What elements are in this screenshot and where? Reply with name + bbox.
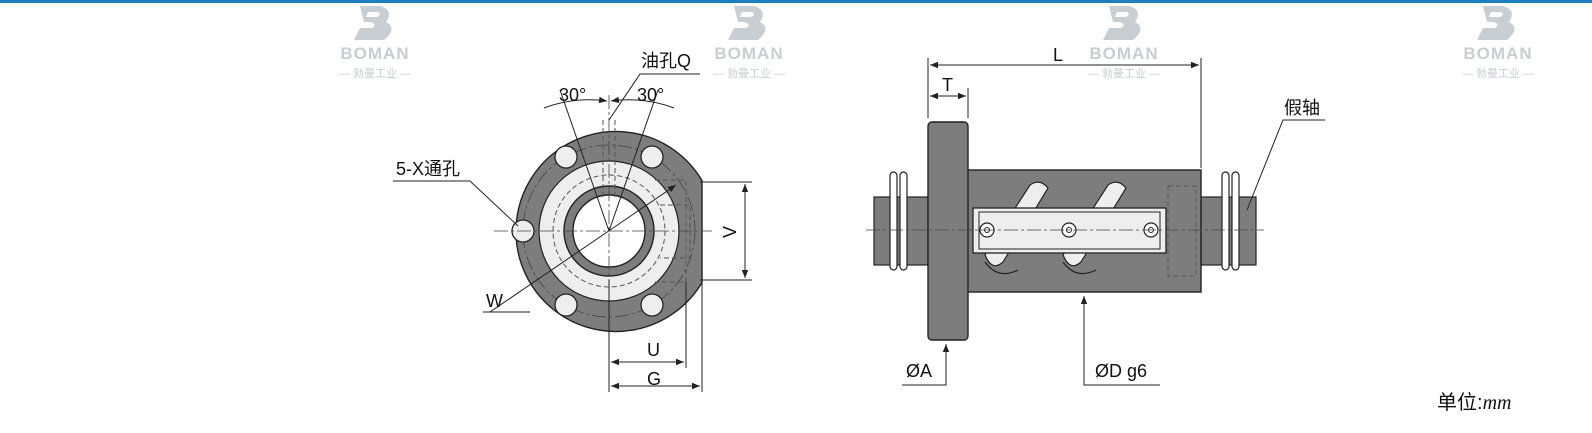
watermark-2: BOMAN — 勃曼工业 — — [694, 4, 804, 84]
watermark-subtitle: — 勃曼工业 — — [338, 68, 412, 80]
units-note: 单位:mm — [1437, 386, 1511, 415]
watermark-subtitle: — 勃曼工业 — — [712, 68, 786, 80]
dim-d-label: ØD g6 — [1095, 361, 1148, 381]
bolt-hole-bottom-right — [640, 293, 664, 317]
dummy-shaft-leader — [1246, 119, 1325, 211]
oil-hole-leader — [608, 73, 700, 121]
boman-logo-icon — [1103, 6, 1141, 40]
watermark-subtitle: — 勃曼工业 — — [1087, 68, 1161, 80]
boman-logo-icon — [354, 6, 392, 40]
oil-hole-label: 油孔Q — [641, 51, 692, 71]
retaining-wire-right-1 — [1221, 171, 1230, 271]
watermark-brand: BOMAN — [1463, 44, 1533, 63]
return-loop-1-tail — [984, 261, 1019, 275]
dim-v-label: V — [720, 225, 741, 239]
angle-ref-line-right — [608, 89, 659, 232]
angle-arc-left — [543, 96, 608, 109]
retaining-wire-left-1 — [889, 171, 898, 271]
return-plate-inner — [978, 211, 1161, 250]
dummy-shaft-label: 假轴 — [1284, 98, 1320, 118]
dim-d-leader — [1080, 296, 1160, 386]
dim-a-label: ØA — [906, 361, 933, 381]
bolt-hole-bottom-left — [554, 293, 578, 317]
watermark-1: BOMAN — 勃曼工业 — — [320, 4, 430, 84]
angle-ref-line-left — [559, 89, 610, 232]
bolt-hole-top-right — [640, 145, 664, 169]
dim-w-label: W — [486, 291, 503, 311]
watermark-brand: BOMAN — [1089, 44, 1159, 63]
boman-logo-icon — [728, 6, 766, 40]
dim-l-label: L — [1053, 45, 1064, 65]
hidden-end-cap — [1167, 185, 1197, 277]
watermark-brand: BOMAN — [714, 44, 784, 63]
dim-t-label: T — [942, 75, 953, 95]
top-accent-bar — [0, 0, 1592, 3]
angle-right-label: 30° — [637, 85, 665, 105]
watermark-3: BOMAN — 勃曼工业 — — [1069, 4, 1179, 84]
dim-w-line — [489, 184, 677, 313]
watermark-subtitle: — 勃曼工业 — — [1461, 68, 1535, 80]
watermark-4: BOMAN — 勃曼工业 — — [1443, 4, 1553, 84]
plate-screw-2-center — [1066, 227, 1072, 233]
angle-arc-right — [610, 96, 675, 109]
units-prefix: 单位: — [1437, 392, 1483, 414]
watermark-brand: BOMAN — [340, 44, 410, 63]
retaining-wire-left-2 — [899, 171, 908, 271]
bolt-hole-top-left — [554, 145, 578, 169]
dim-a-leader — [902, 344, 950, 386]
through-hole-leader — [393, 180, 519, 227]
front-view — [393, 73, 752, 392]
side-view — [866, 58, 1325, 386]
units-mm: mm — [1482, 392, 1512, 414]
dim-u-label: U — [647, 340, 660, 360]
boman-logo-icon — [1477, 6, 1515, 40]
dim-g-label: G — [647, 369, 662, 389]
nut-flange — [927, 121, 969, 341]
hidden-return-tube-inner — [660, 204, 691, 259]
retaining-wire-right-2 — [1231, 171, 1240, 271]
through-hole-label: 5-X通孔 — [396, 159, 461, 179]
angle-left-label: 30° — [559, 85, 587, 105]
return-loop-2-tail — [1062, 261, 1097, 275]
